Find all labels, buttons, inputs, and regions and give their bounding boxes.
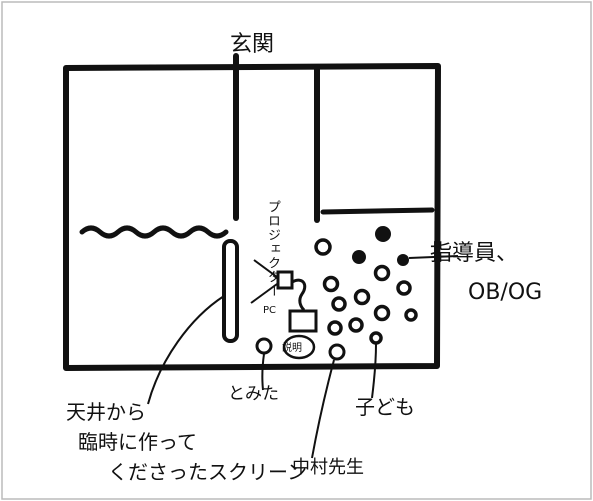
instructor-marker [352, 250, 366, 264]
projector-beam-bottom [250, 283, 278, 304]
screen-leader-line [147, 295, 225, 405]
tomita-person-marker [255, 337, 273, 355]
child-marker [353, 288, 371, 306]
screen-label-line-1: 天井から [66, 400, 146, 424]
screen-label-line-3: くださったスクリーン [108, 460, 307, 484]
children-group [314, 238, 418, 345]
child-marker [348, 317, 364, 333]
screen-label-line-2: 臨時に作って [78, 430, 197, 454]
nakamura-person-marker [328, 343, 346, 361]
instructors-label: 指導員、 [430, 241, 519, 266]
projector-beam-top [253, 259, 278, 278]
child-marker [369, 331, 383, 345]
instructor-marker [397, 254, 409, 266]
projector-cable [291, 278, 307, 312]
pc-box [288, 309, 318, 333]
kids-label: 子ども [355, 395, 415, 419]
child-marker [314, 238, 332, 256]
small-room-wall [320, 207, 435, 215]
pc-label: PC [263, 305, 277, 316]
tomita-leader-line [261, 353, 265, 391]
tomita-label: とみた [228, 384, 279, 404]
projector-box [276, 270, 294, 290]
explain-badge-circle [282, 334, 316, 360]
room-outline [63, 63, 441, 371]
ob-og-label: OB/OG [468, 280, 543, 305]
child-marker [396, 280, 412, 296]
child-marker [373, 304, 391, 322]
child-marker [331, 296, 347, 312]
instructors-leader-line [408, 255, 459, 259]
projector-label: プロジェクター [265, 200, 280, 298]
nakamura-label: 中村先生 [292, 457, 364, 478]
kids-leader-line [371, 343, 377, 399]
instructor-marker [375, 226, 391, 242]
nakamura-leader-line [311, 359, 335, 459]
wavy-curtain-line [79, 225, 229, 239]
screen-shape [222, 239, 239, 343]
child-marker [373, 264, 391, 282]
explain-badge-label: 説明 [282, 343, 302, 354]
child-marker [404, 308, 418, 322]
entrance-label: 玄関 [230, 32, 275, 57]
child-marker [322, 275, 340, 293]
child-marker [327, 320, 343, 336]
